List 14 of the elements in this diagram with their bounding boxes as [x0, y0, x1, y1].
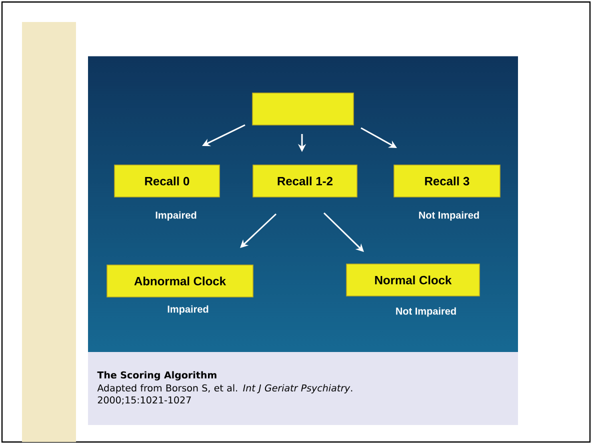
recall-box: Abnormal Clock — [106, 264, 254, 298]
arrow — [240, 213, 277, 248]
recall-box — [252, 92, 354, 126]
caption-title: The Scoring Algorithm — [97, 371, 216, 380]
arrow — [323, 212, 364, 252]
result-label: Impaired — [168, 305, 208, 315]
recall-box: Recall 1-2 — [252, 164, 358, 198]
result-label: Not Impaired — [419, 211, 479, 221]
result-label: Impaired — [156, 211, 196, 221]
result-label: Not Impaired — [396, 307, 456, 317]
recall-box: Normal Clock — [346, 264, 480, 296]
recall-box: Recall 0 — [114, 164, 220, 198]
recall-box: Recall 3 — [394, 164, 500, 198]
citation: Adapted from Borson S, et al. Int J Geriatr Psychiatry. 2000;15:1021-1027 — [97, 384, 352, 404]
